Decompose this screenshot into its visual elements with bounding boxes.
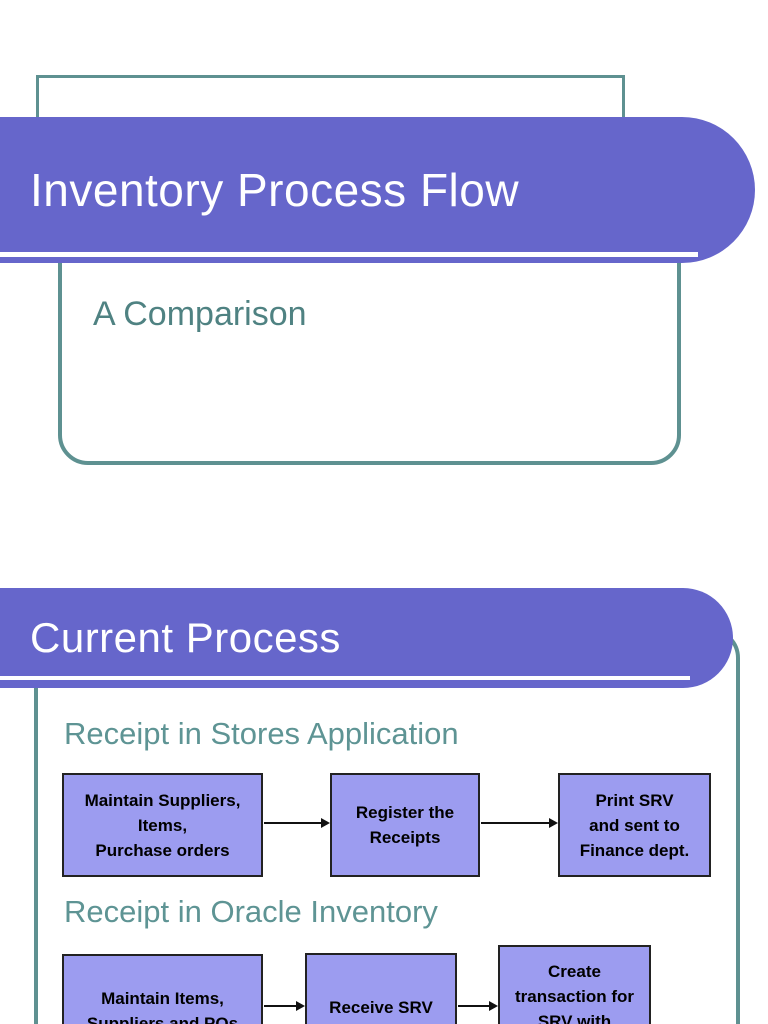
slide2-title-banner: Current Process: [0, 588, 733, 688]
slide-2: Current Process Receipt in Stores Applic…: [0, 576, 768, 1024]
box-line: transaction for: [514, 987, 635, 1006]
slide2-title-underline: [0, 676, 690, 680]
flow-box-create-transaction: Create transaction for SRV with: [498, 945, 651, 1024]
slide-1: Inventory Process Flow A Comparison: [0, 75, 755, 465]
box-line: Register the: [355, 803, 455, 822]
flow-box-print-srv: Print SRV and sent to Finance dept.: [558, 773, 711, 877]
flow-box-receive-srv: Receive SRV: [305, 953, 457, 1024]
arrow-line: [481, 822, 549, 824]
slide1-title-underline: [0, 252, 698, 257]
box-line: Create: [548, 962, 601, 981]
arrow-line: [264, 822, 321, 824]
slide1-title-banner: Inventory Process Flow: [0, 117, 755, 263]
flow-box-suppliers: Maintain Suppliers, Items, Purchase orde…: [62, 773, 263, 877]
box-line: Receipts: [369, 828, 441, 847]
arrow-head-icon: [549, 818, 558, 828]
flow-arrow: [264, 818, 330, 828]
box-line: Maintain Items,: [101, 989, 224, 1008]
box-line: SRV with: [537, 1012, 612, 1024]
arrow-line: [264, 1005, 296, 1007]
arrow-line: [458, 1005, 489, 1007]
flow-box-register: Register the Receipts: [330, 773, 480, 877]
slide1-subtitle: A Comparison: [93, 295, 307, 333]
box-line: Purchase orders: [95, 840, 230, 860]
box-line: Print SRV: [595, 790, 674, 810]
flow-arrow: [458, 1001, 498, 1011]
section1-heading: Receipt in Stores Application: [64, 716, 459, 751]
arrow-head-icon: [321, 818, 330, 828]
box-line: Items,: [137, 815, 188, 835]
slide2-title: Current Process: [30, 614, 341, 661]
box-line: Suppliers and POs: [86, 1014, 239, 1024]
slide1-title: Inventory Process Flow: [30, 164, 520, 216]
flow-box-maintain-items: Maintain Items, Suppliers and POs: [62, 954, 263, 1024]
section2-heading: Receipt in Oracle Inventory: [64, 894, 438, 929]
flow-arrow: [264, 1001, 305, 1011]
box-line: Receive SRV: [329, 998, 433, 1017]
box-line: and sent to: [589, 815, 680, 835]
arrow-head-icon: [489, 1001, 498, 1011]
flow-arrow: [481, 818, 558, 828]
arrow-head-icon: [296, 1001, 305, 1011]
box-line: Finance dept.: [579, 840, 690, 860]
box-line: Maintain Suppliers,: [84, 790, 241, 810]
